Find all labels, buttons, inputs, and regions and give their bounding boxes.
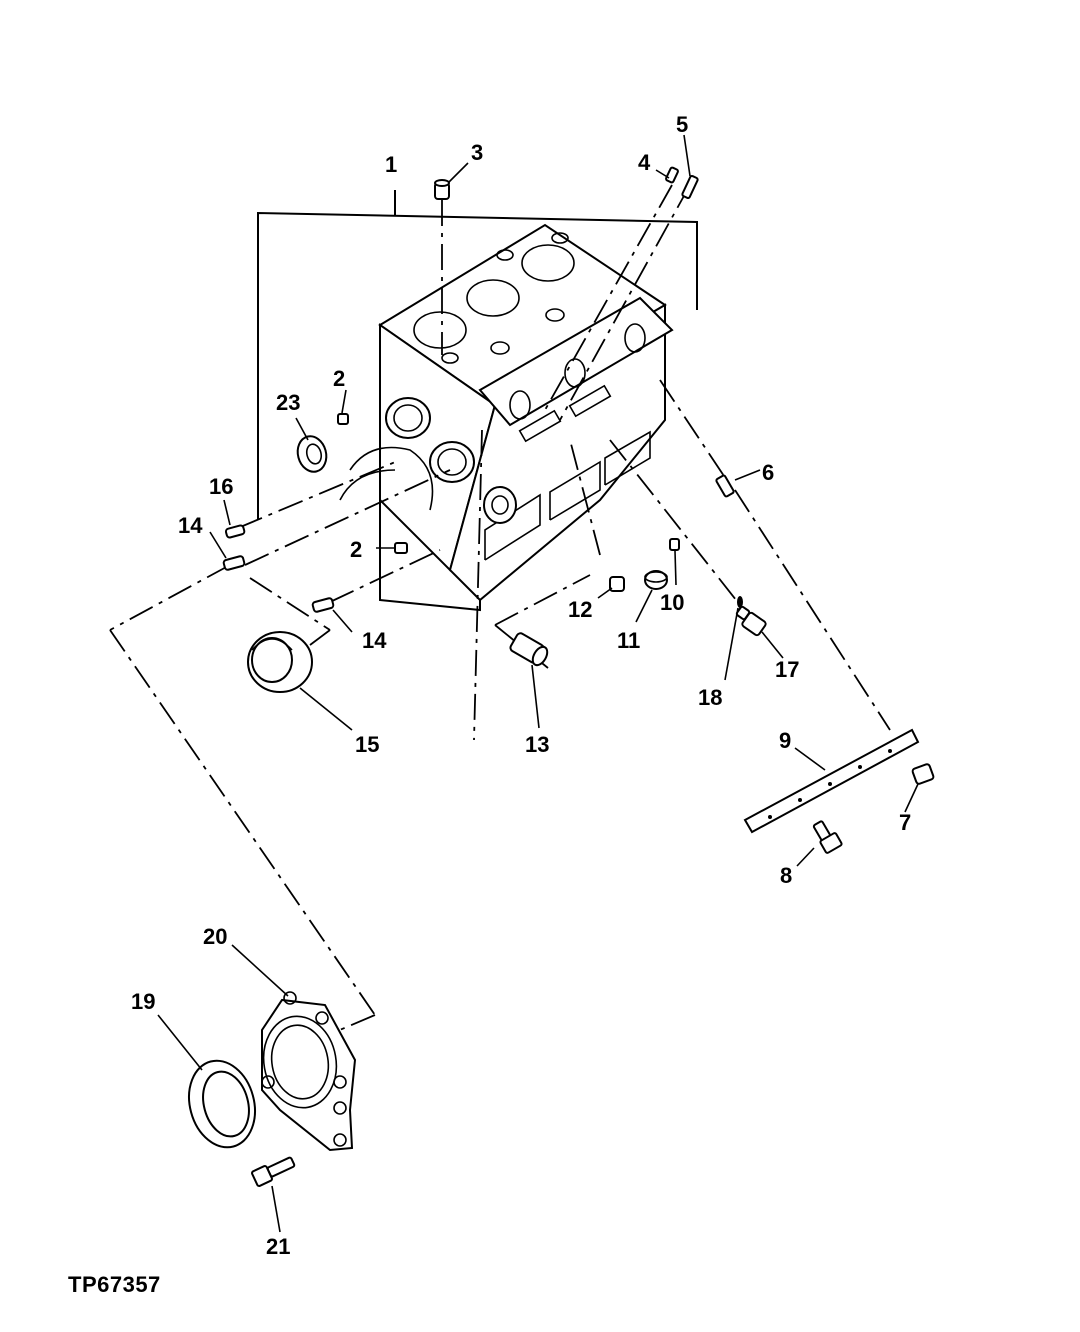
callout-7: 7: [899, 810, 911, 835]
block-assembly-bracket: [257, 190, 698, 520]
callout-20: 20: [203, 924, 227, 949]
part-7-plug: [911, 763, 935, 785]
callout-labels: 1 2 2 3 4 5 6 7 8 9 10 11 12 13 14 14 15…: [131, 112, 911, 1259]
callout-15: 15: [355, 732, 379, 757]
part-4-pin: [665, 166, 679, 184]
part-9-plate: [743, 728, 920, 834]
callout-19: 19: [131, 989, 155, 1014]
callout-9: 9: [779, 728, 791, 753]
part-12-plug: [609, 576, 625, 592]
callout-23: 23: [276, 390, 300, 415]
part-3-plug: [434, 179, 450, 200]
callout-1: 1: [385, 152, 397, 177]
part-15-cap: [247, 631, 313, 693]
leader-lines: [109, 184, 891, 1033]
callout-2-lower: 2: [350, 537, 362, 562]
part-18-o-ring: [737, 596, 743, 608]
callout-13: 13: [525, 732, 549, 757]
callout-5: 5: [676, 112, 688, 137]
part-2-plug-lower: [394, 542, 408, 554]
callout-leaders: [157, 134, 919, 1233]
figure-id: TP67357: [68, 1272, 161, 1297]
part-14-pin-upper: [222, 555, 246, 571]
callout-6: 6: [762, 460, 774, 485]
part-11-plug: [644, 570, 668, 590]
part-13-fitting: [509, 632, 549, 667]
callout-12: 12: [568, 597, 592, 622]
part-14-pin-lower: [311, 597, 335, 613]
callout-8: 8: [780, 863, 792, 888]
callout-3: 3: [471, 140, 483, 165]
block-right-side: [448, 303, 666, 602]
part-19-oil-seal: [188, 1059, 256, 1149]
part-10-pin: [669, 538, 680, 551]
part-20-seal-housing: [261, 991, 357, 1152]
part-21-bolt: [251, 1156, 296, 1187]
callout-17: 17: [775, 657, 799, 682]
callout-4: 4: [638, 150, 651, 175]
callout-18: 18: [698, 685, 722, 710]
callout-14-lower: 14: [362, 628, 387, 653]
part-16-pin: [224, 524, 246, 539]
part-5-pin: [681, 174, 699, 200]
part-6-plug: [715, 474, 735, 498]
part-8-bolt: [812, 820, 843, 854]
callout-10: 10: [660, 590, 684, 615]
callout-16: 16: [209, 474, 233, 499]
part-2-plug-upper: [337, 413, 349, 425]
callout-11: 11: [617, 628, 640, 653]
cylinder-block: [339, 223, 674, 612]
callout-14-upper: 14: [178, 513, 203, 538]
part-23-seal: [296, 435, 328, 473]
part-17-fitting: [735, 605, 767, 637]
callout-2-upper: 2: [333, 366, 345, 391]
callout-21: 21: [266, 1234, 290, 1259]
